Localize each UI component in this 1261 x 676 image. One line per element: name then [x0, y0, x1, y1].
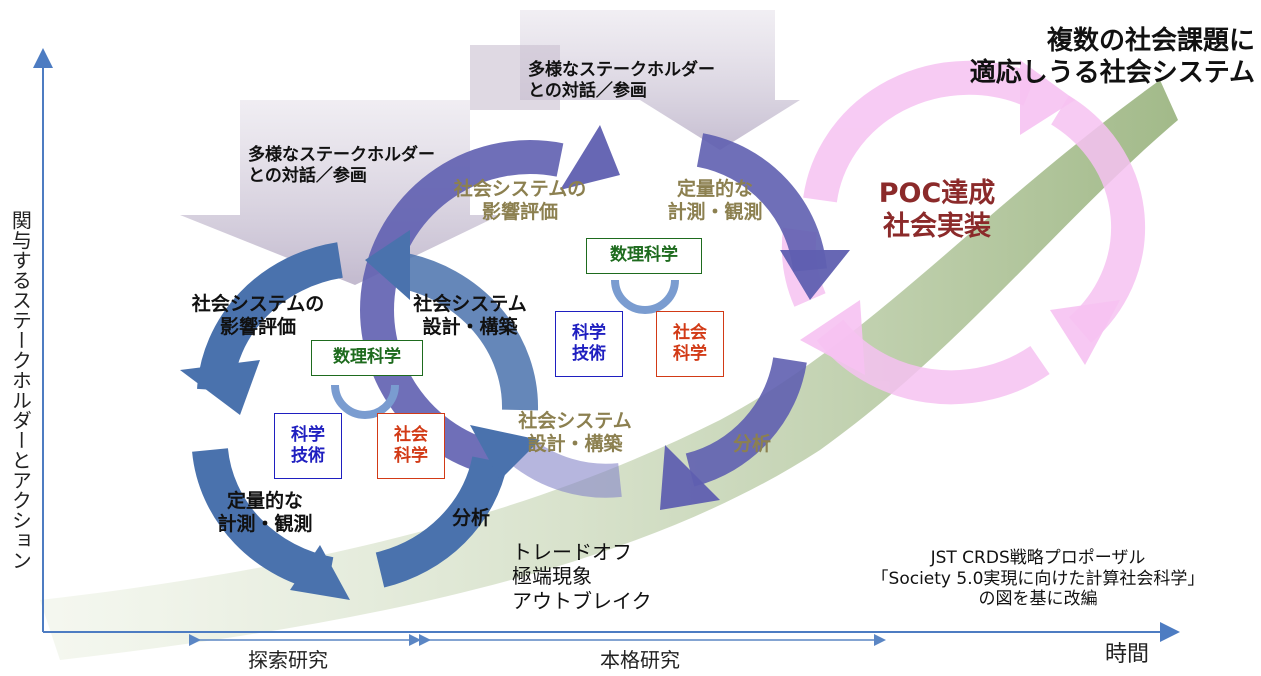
- cycle1-measure-label: 定量的な 計測・観測: [217, 490, 313, 536]
- stakeholder-arrow-3: [520, 10, 800, 150]
- phase-label-exploratory: 探索研究: [248, 648, 328, 672]
- cycle1-social-sci-box: 社会 科学: [377, 413, 445, 479]
- cycle2-analysis-label: 分析: [733, 433, 772, 455]
- cycle1-math-loop: [331, 384, 399, 419]
- stakeholder-arrow-1: [180, 100, 500, 285]
- cycle1-math-box: 数理科学: [311, 340, 423, 376]
- stakeholder-arrow-2: [470, 45, 560, 110]
- poc-arrowheads: [800, 60, 1120, 375]
- x-axis-label: 時間: [1105, 642, 1150, 667]
- cycle1-sci-tech-box: 科学 技術: [274, 413, 342, 479]
- cycle2-math-box: 数理科学: [586, 238, 702, 274]
- source-note: JST CRDS戦略プロポーザル 「Society 5.0実現に向けた計算社会科…: [871, 548, 1205, 610]
- poc-label: POC達成 社会実装: [878, 178, 996, 242]
- cycle1-design-label: 社会システム 設計・構築: [413, 293, 527, 339]
- phase-label-full: 本格研究: [600, 648, 680, 672]
- growth-band: [40, 80, 1178, 660]
- cycle1-impact-label: 社会システムの 影響評価: [191, 293, 325, 339]
- cycle2-impact-label: 社会システムの 影響評価: [453, 178, 587, 224]
- cycle2-design-label: 社会システム 設計・構築: [518, 410, 632, 456]
- y-axis-label: 関与するステークホルダーとアクション: [8, 210, 33, 570]
- diagram-title: 複数の社会課題に 適応しうる社会システム: [969, 26, 1255, 88]
- cycle2-math-loop: [611, 279, 679, 314]
- cycle1-arrowheads: [180, 230, 540, 600]
- cycle2-social-sci-box: 社会 科学: [656, 311, 724, 377]
- cycle1-analysis-label: 分析: [452, 507, 491, 529]
- cycle2-sci-tech-box: 科学 技術: [555, 311, 623, 377]
- cycle2-measure-label: 定量的な 計測・観測: [667, 178, 763, 224]
- cycle2-arrowheads: [560, 125, 850, 510]
- stakeholder-label-1: 多様なステークホルダー との対話／参画: [248, 145, 435, 186]
- stakeholder-label-2: 多様なステークホルダー との対話／参画: [528, 60, 715, 101]
- tradeoff-label: トレードオフ 極端現象 アウトブレイク: [512, 540, 652, 613]
